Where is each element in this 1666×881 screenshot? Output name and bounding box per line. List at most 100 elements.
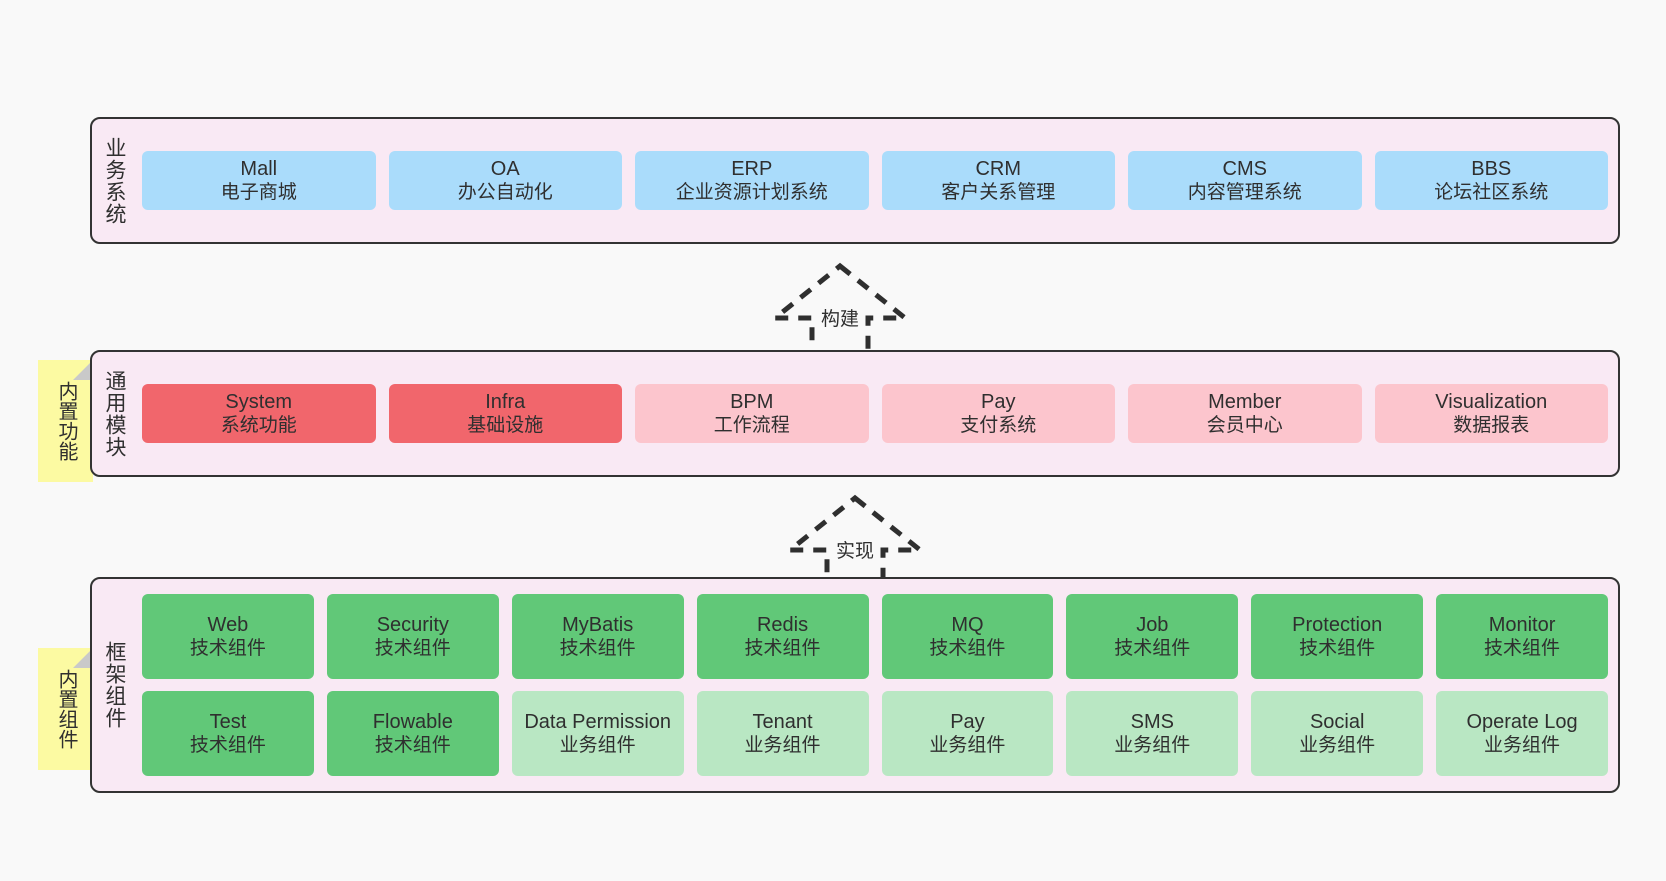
layer-title-business-system: 业务系统	[102, 136, 126, 225]
layer-body-business-system: Mall 电子商城 OA 办公自动化 ERP 企业资源计划系统 CRM 客户关系…	[136, 119, 1618, 242]
card-pay[interactable]: Pay 支付系统	[881, 383, 1115, 444]
card-title: CMS	[1222, 157, 1267, 180]
card-row: Web 技术组件 Security 技术组件 MyBatis 技术组件 Redi…	[142, 594, 1608, 679]
card-data-permission[interactable]: Data Permission 业务组件	[511, 691, 684, 776]
card-subtitle: 技术组件	[374, 735, 451, 757]
card-subtitle: 业务组件	[744, 735, 821, 757]
card-title: Tenant	[752, 710, 813, 733]
card-subtitle: 技术组件	[1114, 638, 1191, 660]
card-subtitle: 技术组件	[189, 638, 266, 660]
card-pay-biz[interactable]: Pay 业务组件	[881, 691, 1054, 776]
card-subtitle: 会员中心	[1206, 415, 1283, 437]
card-title: Mall	[240, 157, 278, 180]
card-title: MyBatis	[562, 613, 634, 636]
card-title: BPM	[730, 390, 774, 413]
card-subtitle: 业务组件	[1299, 735, 1376, 757]
card-row: System 系统功能 Infra 基础设施 BPM 工作流程 Pay 支付系统…	[142, 383, 1608, 444]
card-subtitle: 业务组件	[1114, 735, 1191, 757]
card-crm[interactable]: CRM 客户关系管理	[881, 150, 1115, 211]
card-web[interactable]: Web 技术组件	[142, 594, 314, 679]
card-test[interactable]: Test 技术组件	[142, 691, 314, 776]
card-subtitle: 业务组件	[1484, 735, 1561, 757]
card-subtitle: 基础设施	[467, 415, 544, 437]
card-subtitle: 技术组件	[1484, 638, 1561, 660]
card-job[interactable]: Job 技术组件	[1066, 594, 1239, 679]
card-title: Redis	[756, 613, 809, 636]
card-title: Visualization	[1435, 390, 1548, 413]
card-subtitle: 技术组件	[744, 638, 821, 660]
card-redis[interactable]: Redis 技术组件	[696, 594, 869, 679]
card-mybatis[interactable]: MyBatis 技术组件	[511, 594, 684, 679]
layer-business-system: 业务系统 Mall 电子商城 OA 办公自动化 ERP 企业资源计划系统 CRM…	[90, 117, 1620, 244]
card-title: Infra	[485, 390, 526, 413]
card-cms[interactable]: CMS 内容管理系统	[1128, 150, 1362, 211]
card-subtitle: 企业资源计划系统	[675, 182, 828, 204]
card-subtitle: 工作流程	[713, 415, 790, 437]
card-subtitle: 系统功能	[220, 415, 297, 437]
layer-body-common-module: System 系统功能 Infra 基础设施 BPM 工作流程 Pay 支付系统…	[136, 352, 1618, 475]
card-subtitle: 技术组件	[189, 735, 266, 757]
card-protection[interactable]: Protection 技术组件	[1251, 594, 1424, 679]
card-title: Job	[1136, 613, 1169, 636]
card-subtitle: 支付系统	[960, 415, 1037, 437]
card-title: Test	[209, 710, 247, 733]
card-title: ERP	[731, 157, 773, 180]
card-row: Test 技术组件 Flowable 技术组件 Data Permission …	[142, 691, 1608, 776]
card-subtitle: 数据报表	[1453, 415, 1530, 437]
card-subtitle: 业务组件	[559, 735, 636, 757]
card-title: Operate Log	[1466, 710, 1578, 733]
card-title: Pay	[981, 390, 1016, 413]
card-tenant[interactable]: Tenant 业务组件	[696, 691, 869, 776]
card-mall[interactable]: Mall 电子商城	[142, 150, 376, 211]
card-subtitle: 技术组件	[1299, 638, 1376, 660]
card-infra[interactable]: Infra 基础设施	[388, 383, 622, 444]
card-title: Social	[1309, 710, 1365, 733]
card-subtitle: 内容管理系统	[1187, 182, 1302, 204]
tag-builtin-component: 内置组件	[38, 648, 93, 770]
card-bbs[interactable]: BBS 论坛社区系统	[1374, 150, 1608, 211]
card-title: OA	[490, 157, 520, 180]
card-title: Member	[1208, 390, 1282, 413]
card-social[interactable]: Social 业务组件	[1251, 691, 1424, 776]
card-monitor[interactable]: Monitor 技术组件	[1436, 594, 1608, 679]
connector-implement: 实现	[770, 490, 940, 591]
card-subtitle: 技术组件	[929, 638, 1006, 660]
card-security[interactable]: Security 技术组件	[326, 594, 499, 679]
layer-common-module: 通用模块 System 系统功能 Infra 基础设施 BPM 工作流程 Pay…	[90, 350, 1620, 477]
card-member[interactable]: Member 会员中心	[1128, 383, 1362, 444]
layer-title-common-module: 通用模块	[102, 369, 126, 458]
card-oa[interactable]: OA 办公自动化	[388, 150, 622, 211]
card-title: BBS	[1471, 157, 1512, 180]
card-title: SMS	[1130, 710, 1174, 733]
card-subtitle: 技术组件	[559, 638, 636, 660]
card-mq[interactable]: MQ 技术组件	[881, 594, 1054, 679]
layer-title-framework-component: 框架组件	[102, 641, 126, 729]
card-subtitle: 技术组件	[374, 638, 451, 660]
connector-build: 构建	[755, 258, 925, 359]
layer-body-framework-component: Web 技术组件 Security 技术组件 MyBatis 技术组件 Redi…	[136, 579, 1618, 791]
card-subtitle: 电子商城	[220, 182, 297, 204]
card-title: System	[225, 390, 293, 413]
connector-implement-label: 实现	[835, 541, 875, 562]
card-bpm[interactable]: BPM 工作流程	[635, 383, 869, 444]
card-title: Data Permission	[524, 710, 672, 733]
card-title: MQ	[951, 613, 984, 636]
card-sms[interactable]: SMS 业务组件	[1066, 691, 1239, 776]
card-visualization[interactable]: Visualization 数据报表	[1374, 383, 1608, 444]
card-system[interactable]: System 系统功能	[142, 383, 376, 444]
card-title: Monitor	[1488, 613, 1556, 636]
card-title: Security	[376, 613, 449, 636]
layer-framework-component: 框架组件 Web 技术组件 Security 技术组件 MyBatis 技术组件…	[90, 577, 1620, 793]
card-title: Protection	[1292, 613, 1383, 636]
card-erp[interactable]: ERP 企业资源计划系统	[635, 150, 869, 211]
card-title: Pay	[950, 710, 985, 733]
connector-build-label: 构建	[820, 309, 860, 330]
card-title: Flowable	[372, 710, 453, 733]
tag-builtin-function: 内置功能	[38, 360, 93, 482]
card-subtitle: 办公自动化	[457, 182, 553, 204]
card-operate-log[interactable]: Operate Log 业务组件	[1436, 691, 1608, 776]
card-subtitle: 论坛社区系统	[1434, 182, 1549, 204]
card-flowable[interactable]: Flowable 技术组件	[326, 691, 499, 776]
card-row: Mall 电子商城 OA 办公自动化 ERP 企业资源计划系统 CRM 客户关系…	[142, 150, 1608, 211]
